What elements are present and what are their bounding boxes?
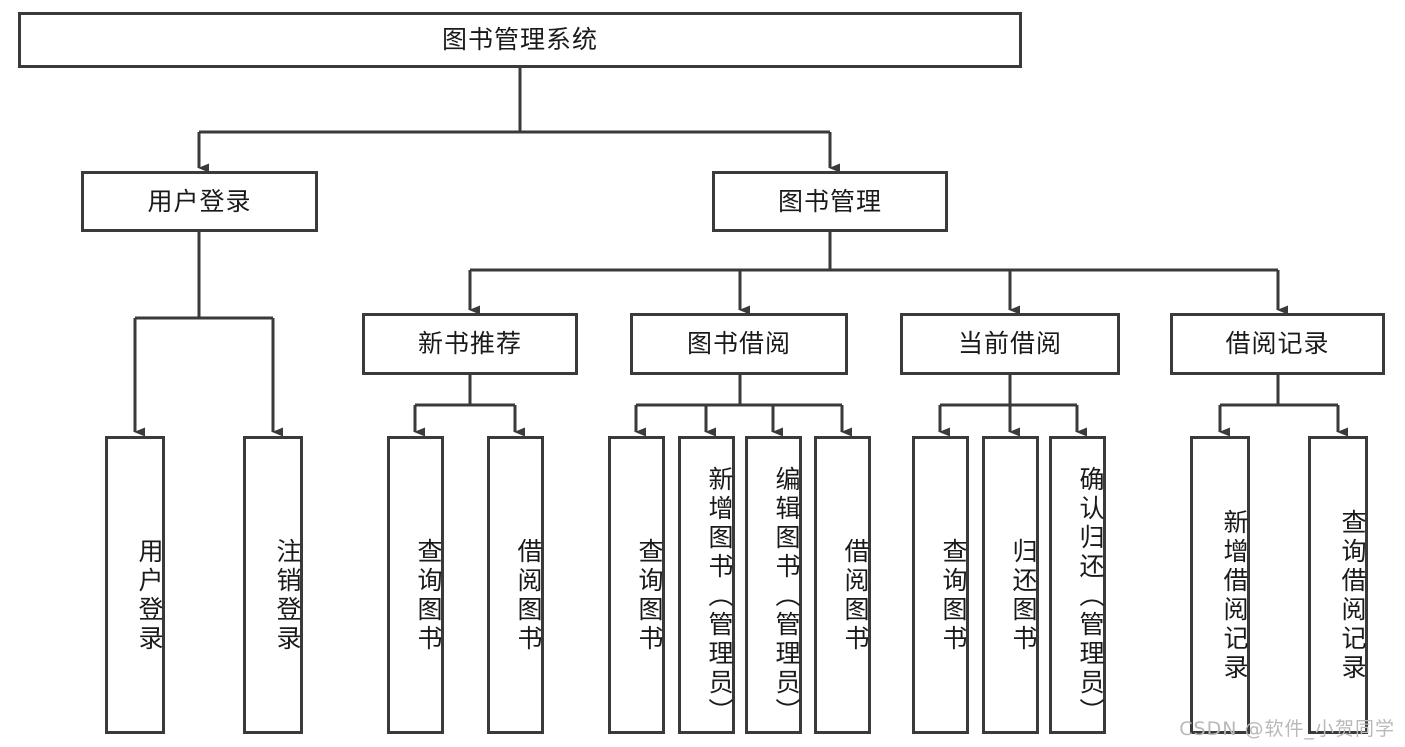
node-leaf-1-label: 用户登录 <box>135 538 164 654</box>
node-level2-2-label: 图书管理 <box>777 186 882 216</box>
node-leaf-1: 用户登录 <box>105 436 165 734</box>
node-leaf-5: 查询图书 <box>608 436 665 734</box>
node-leaf-5-label: 查询图书 <box>635 538 664 654</box>
node-leaf-9: 查询图书 <box>912 436 969 734</box>
node-level3-4: 借阅记录 <box>1170 313 1385 375</box>
node-leaf-10-label: 归还图书 <box>1009 538 1038 654</box>
csdn-watermark: CSDN @软件_小贺同学 <box>1179 718 1395 740</box>
node-level3-2: 图书借阅 <box>630 313 848 375</box>
node-level3-2-label: 图书借阅 <box>686 329 791 359</box>
node-level3-4-label: 借阅记录 <box>1225 329 1330 359</box>
node-leaf-8-label: 借阅图书 <box>841 538 870 654</box>
node-level3-3: 当前借阅 <box>900 313 1120 375</box>
node-leaf-7: 编辑图书（管理员） <box>745 436 802 734</box>
node-root: 图书管理系统 <box>18 12 1022 68</box>
node-level2-1-label: 用户登录 <box>147 186 252 216</box>
node-leaf-8: 借阅图书 <box>814 436 871 734</box>
node-leaf-11: 确认归还（管理员） <box>1049 436 1106 734</box>
node-root-label: 图书管理系统 <box>441 25 598 55</box>
node-leaf-11-label: 确认归还（管理员） <box>1076 465 1105 727</box>
node-leaf-9-label: 查询图书 <box>939 538 968 654</box>
node-leaf-4: 借阅图书 <box>487 436 544 734</box>
node-leaf-3-label: 查询图书 <box>414 538 443 654</box>
node-level3-1-label: 新书推荐 <box>417 329 522 359</box>
node-level2-1: 用户登录 <box>81 171 318 232</box>
node-level3-3-label: 当前借阅 <box>957 329 1062 359</box>
node-leaf-12-label: 新增借阅记录 <box>1220 509 1249 683</box>
node-leaf-6-label: 新增图书（管理员） <box>705 465 734 727</box>
node-leaf-13: 查询借阅记录 <box>1308 436 1368 734</box>
node-leaf-7-label: 编辑图书（管理员） <box>772 465 801 727</box>
node-leaf-2: 注销登录 <box>243 436 303 734</box>
node-leaf-4-label: 借阅图书 <box>514 538 543 654</box>
node-leaf-3: 查询图书 <box>387 436 444 734</box>
node-leaf-13-label: 查询借阅记录 <box>1338 509 1367 683</box>
node-level2-2: 图书管理 <box>712 171 948 232</box>
node-level3-1: 新书推荐 <box>362 313 578 375</box>
node-leaf-6: 新增图书（管理员） <box>678 436 735 734</box>
node-leaf-2-label: 注销登录 <box>273 538 302 654</box>
node-leaf-10: 归还图书 <box>982 436 1039 734</box>
node-leaf-12: 新增借阅记录 <box>1190 436 1250 734</box>
